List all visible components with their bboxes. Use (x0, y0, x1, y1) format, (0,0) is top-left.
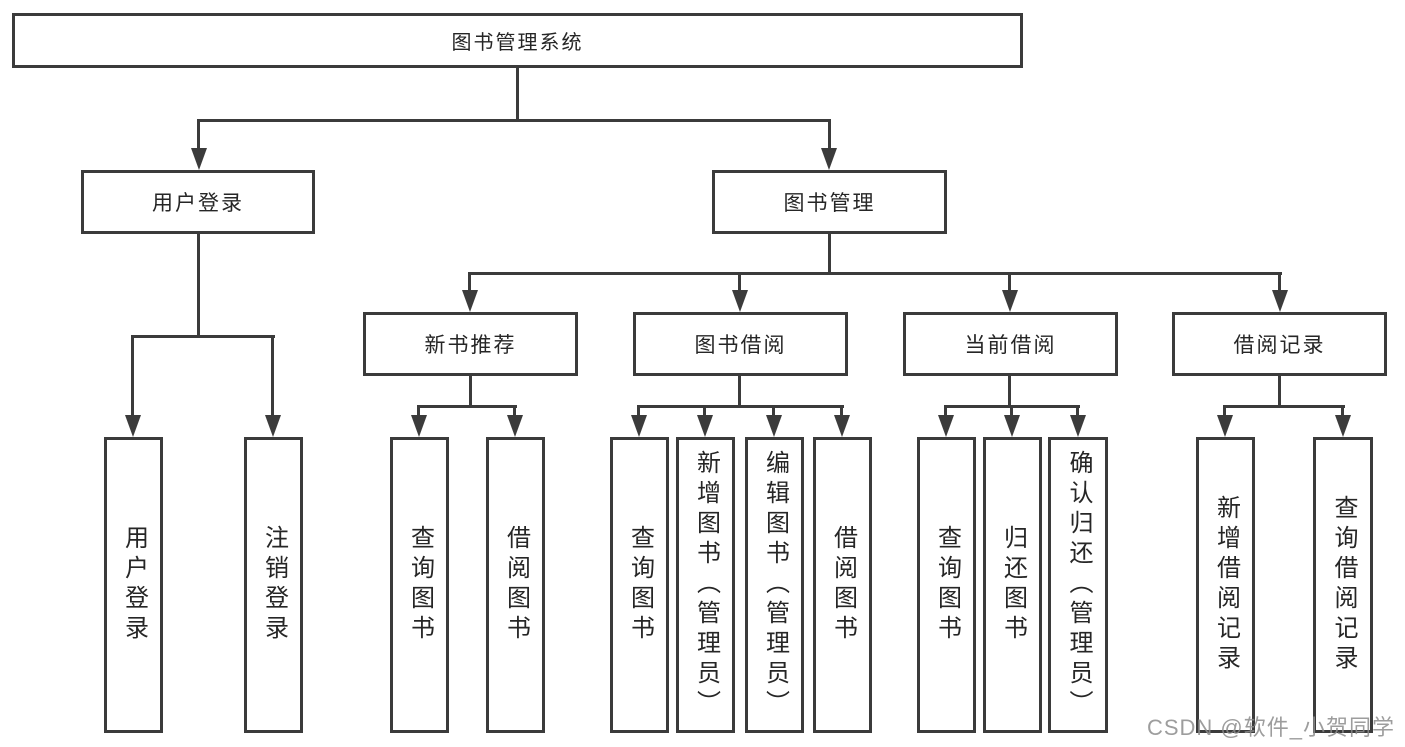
node-book-mgmt-label: 图书管理 (783, 192, 876, 215)
node-root-label: 图书管理系统 (451, 32, 584, 54)
leaf-nb-query-book: 查询图书 (390, 437, 449, 733)
arrowhead-down-icon (732, 290, 748, 312)
edge-to-user-login (197, 119, 200, 150)
edge-current-borrow-stem (1008, 376, 1011, 405)
leaf-br-query-record-label: 查询借阅记录 (1330, 495, 1357, 675)
edge-book-borrow-stem (738, 376, 741, 405)
edge-book-mgmt-stem (828, 234, 831, 272)
edge-to-bb-borrow (840, 405, 843, 417)
arrowhead-down-icon (125, 415, 141, 437)
edge-to-new-book-rec (468, 272, 471, 292)
arrowhead-down-icon (697, 415, 713, 437)
arrowhead-down-icon (766, 415, 782, 437)
edge-to-leaf-user-login (131, 335, 134, 415)
edge-to-book-borrow (738, 272, 741, 292)
arrowhead-down-icon (1272, 290, 1288, 312)
arrowhead-down-icon (1217, 415, 1233, 437)
leaf-bb-edit-book-label: 编辑图书（管理员） (761, 450, 789, 720)
leaf-cb-return-book: 归还图书 (983, 437, 1042, 733)
edge-to-cb-confirm (1076, 405, 1079, 417)
leaf-br-query-record: 查询借阅记录 (1313, 437, 1373, 733)
leaf-cb-return-book-label: 归还图书 (999, 525, 1027, 645)
node-current-borrow: 当前借阅 (903, 312, 1118, 376)
edge-new-book-rec-bar (417, 405, 517, 408)
node-book-mgmt: 图书管理 (712, 170, 947, 234)
leaf-br-add-record: 新增借阅记录 (1196, 437, 1255, 733)
edge-book-mgmt-bar (468, 272, 1282, 275)
arrowhead-down-icon (1002, 290, 1018, 312)
node-borrow-record-label: 借阅记录 (1233, 334, 1326, 357)
arrowhead-down-icon (507, 415, 523, 437)
edge-to-br-query (1341, 405, 1344, 417)
leaf-cb-query-book: 查询图书 (917, 437, 976, 733)
csdn-watermark: CSDN @软件_小贺同学 (1146, 715, 1395, 740)
arrowhead-down-icon (462, 290, 478, 312)
edge-to-cb-return (1010, 405, 1013, 417)
arrowhead-down-icon (821, 148, 837, 170)
leaf-user-login-label: 用户登录 (120, 525, 148, 645)
arrowhead-down-icon (1070, 415, 1086, 437)
edge-to-borrow-record (1278, 272, 1281, 292)
edge-new-book-rec-stem (469, 376, 472, 405)
arrowhead-down-icon (191, 148, 207, 170)
edge-to-nb-query (417, 405, 420, 417)
leaf-cb-confirm-return-label: 确认归还（管理员） (1065, 450, 1092, 720)
edge-root-bar (197, 119, 831, 122)
edge-to-nb-borrow (513, 405, 516, 417)
arrowhead-down-icon (938, 415, 954, 437)
leaf-cb-confirm-return: 确认归还（管理员） (1048, 437, 1108, 733)
arrowhead-down-icon (631, 415, 647, 437)
node-new-book-rec-label: 新书推荐 (424, 334, 517, 357)
arrowhead-down-icon (411, 415, 427, 437)
leaf-bb-add-book-label: 新增图书（管理员） (692, 450, 720, 720)
edge-book-borrow-bar (637, 405, 844, 408)
edge-to-br-add (1223, 405, 1226, 417)
leaf-bb-borrow-book-label: 借阅图书 (829, 525, 857, 645)
leaf-nb-query-book-label: 查询图书 (406, 525, 434, 645)
leaf-bb-query-book: 查询图书 (610, 437, 669, 733)
edge-to-current-borrow (1008, 272, 1011, 292)
edge-user-login-bar (131, 335, 275, 338)
leaf-nb-borrow-book-label: 借阅图书 (502, 525, 530, 645)
edge-to-bb-query (637, 405, 640, 417)
edge-to-bb-edit (772, 405, 775, 417)
edge-user-login-stem (197, 234, 200, 335)
edge-to-book-mgmt (828, 119, 831, 150)
node-current-borrow-label: 当前借阅 (964, 334, 1057, 357)
node-user-login-label: 用户登录 (152, 192, 244, 215)
leaf-logout: 注销登录 (244, 437, 303, 733)
leaf-user-login: 用户登录 (104, 437, 163, 733)
leaf-bb-query-book-label: 查询图书 (626, 525, 654, 645)
arrowhead-down-icon (1335, 415, 1351, 437)
node-book-borrow: 图书借阅 (633, 312, 848, 376)
leaf-bb-borrow-book: 借阅图书 (813, 437, 872, 733)
node-borrow-record: 借阅记录 (1172, 312, 1387, 376)
leaf-logout-label: 注销登录 (260, 525, 288, 645)
leaf-bb-add-book: 新增图书（管理员） (676, 437, 735, 733)
leaf-bb-edit-book: 编辑图书（管理员） (745, 437, 804, 733)
node-user-login: 用户登录 (81, 170, 315, 234)
edge-to-cb-query (944, 405, 947, 417)
edge-to-leaf-logout (271, 335, 274, 415)
leaf-nb-borrow-book: 借阅图书 (486, 437, 545, 733)
arrowhead-down-icon (834, 415, 850, 437)
arrowhead-down-icon (1004, 415, 1020, 437)
edge-borrow-record-stem (1278, 376, 1281, 405)
node-root: 图书管理系统 (12, 13, 1023, 68)
node-new-book-rec: 新书推荐 (363, 312, 578, 376)
node-book-borrow-label: 图书借阅 (694, 334, 787, 357)
edge-to-bb-add (703, 405, 706, 417)
edge-root-stem (516, 68, 519, 119)
arrowhead-down-icon (265, 415, 281, 437)
edge-borrow-record-bar (1223, 405, 1345, 408)
leaf-cb-query-book-label: 查询图书 (933, 525, 961, 645)
leaf-br-add-record-label: 新增借阅记录 (1212, 495, 1240, 675)
